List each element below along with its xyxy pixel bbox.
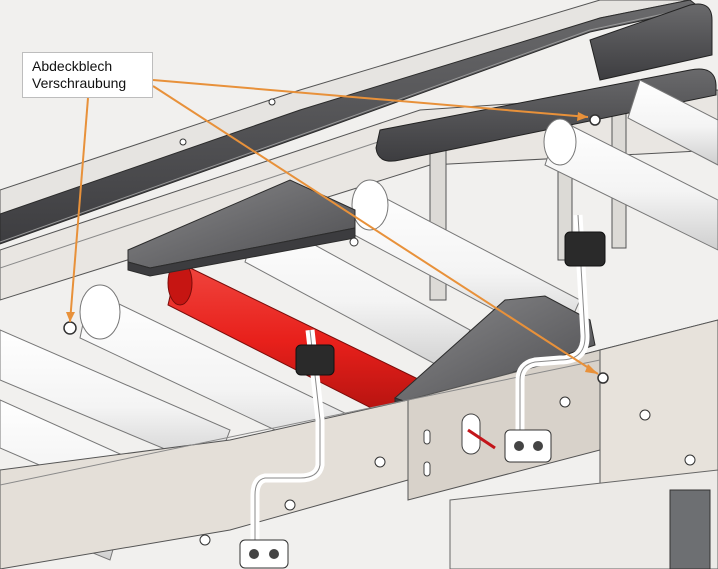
roller [627, 79, 718, 166]
front-side-frame [0, 319, 718, 569]
leader-arrowhead [66, 312, 75, 322]
adjustment-slot [423, 413, 496, 477]
cover-plate-left [127, 179, 356, 277]
callout-line-2: Verschraubung [32, 75, 127, 91]
cover-screw [63, 321, 77, 335]
callout-label-box: Abdeckblech Verschraubung [22, 52, 153, 98]
cover-screw [597, 372, 609, 384]
sensor-bracket-right [504, 214, 606, 463]
callout-leader-lines [66, 79, 599, 375]
roller [543, 118, 718, 251]
callout-line-1: Abdeckblech [32, 58, 113, 74]
cover-screw [589, 114, 601, 126]
leader-arrowhead [577, 112, 588, 121]
rear-side-frame [0, 89, 718, 301]
leader-line [152, 79, 589, 118]
leader-line [152, 85, 599, 375]
leader-line [69, 97, 89, 323]
sensor-bracket-left [239, 329, 335, 569]
right-cover-rail [375, 3, 717, 162]
leader-arrowhead [585, 364, 598, 374]
screws [63, 98, 696, 546]
